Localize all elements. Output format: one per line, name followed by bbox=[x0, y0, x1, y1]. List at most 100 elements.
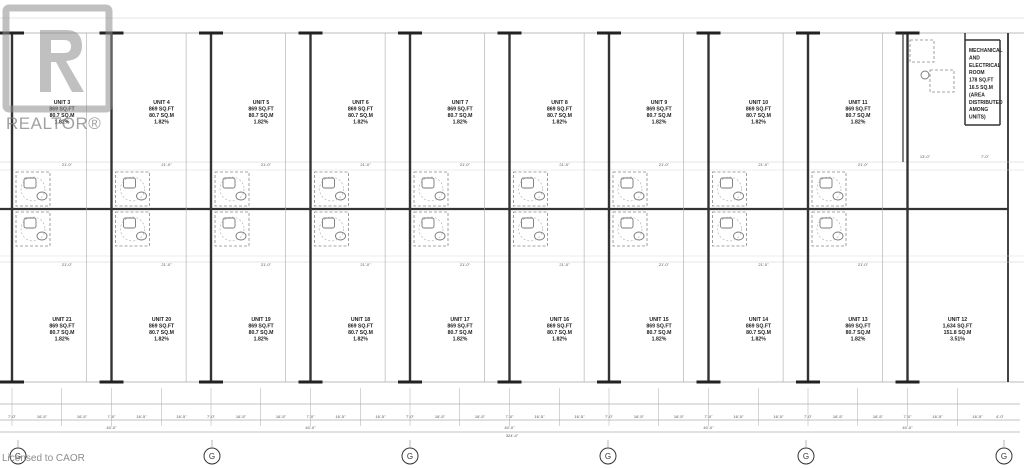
turning-circle bbox=[617, 176, 643, 202]
unit-label-line: 1.82% bbox=[353, 337, 368, 343]
unit-label-line: UNIT 17 bbox=[450, 317, 469, 323]
mechanical-room-label-line: 16.5 SQ.M bbox=[969, 85, 993, 91]
unit-label-line: UNIT 3 bbox=[54, 100, 71, 106]
dimension-label: 16'-5" bbox=[634, 414, 645, 419]
unit-label-line: 80.7 SQ.M bbox=[647, 330, 672, 336]
washroom-outline bbox=[314, 211, 349, 247]
dimension-label: 21'-0" bbox=[62, 162, 73, 167]
washroom-outline bbox=[712, 211, 747, 247]
unit-label-line: 80.7 SQ.M bbox=[746, 330, 771, 336]
unit-label-line: UNIT 13 bbox=[848, 317, 867, 323]
unit-label-line: 869 SQ.FT bbox=[646, 324, 672, 330]
washroom-block bbox=[513, 171, 548, 207]
unit-label-line: 80.7 SQ.M bbox=[249, 113, 274, 119]
unit-label-line: UNIT 11 bbox=[848, 100, 867, 106]
dimension-label: 16'-5" bbox=[335, 414, 346, 419]
unit-label-line: 1.82% bbox=[652, 120, 667, 126]
dimension-label: 21'-0" bbox=[261, 162, 272, 167]
washroom-block bbox=[612, 171, 648, 207]
unit-label-line: UNIT 16 bbox=[550, 317, 569, 323]
mechanical-room-label-line: DISTRIBUTED bbox=[969, 100, 1003, 106]
dimension-label: 40'-0" bbox=[106, 425, 117, 430]
dimension-label: 21'-0" bbox=[559, 262, 570, 267]
mechanical-room-label-line: ROOM bbox=[969, 70, 985, 76]
dimension-label: 21'-0" bbox=[62, 262, 73, 267]
washroom-outline bbox=[413, 171, 449, 207]
washroom-outline bbox=[15, 171, 51, 207]
washroom-outline bbox=[115, 211, 150, 247]
mech-fixture bbox=[929, 69, 955, 93]
washroom-outline bbox=[811, 211, 847, 247]
dimension-label: 16'-5" bbox=[276, 414, 287, 419]
washroom-outline bbox=[513, 211, 548, 247]
sink-icon bbox=[235, 191, 247, 201]
washroom-block bbox=[314, 171, 349, 207]
sink-icon bbox=[434, 191, 446, 201]
unit-label-line: 1.82% bbox=[552, 337, 567, 343]
unit-label-line: 80.7 SQ.M bbox=[50, 113, 75, 119]
toilet-icon bbox=[322, 217, 335, 229]
unit-label-line: 80.7 SQ.M bbox=[547, 330, 572, 336]
turning-circle bbox=[717, 176, 742, 202]
sink-icon bbox=[136, 191, 147, 201]
unit-label-line: 80.7 SQ.M bbox=[448, 113, 473, 119]
washroom-outline bbox=[712, 171, 747, 207]
dimension-label: 7'-0" bbox=[108, 414, 117, 419]
dimension-label: 16'-5" bbox=[475, 414, 486, 419]
washroom-block bbox=[214, 211, 250, 247]
unit-label-line: 80.7 SQ.M bbox=[547, 113, 572, 119]
dimension-label: 13'-0" bbox=[920, 154, 931, 159]
dimension-label: 7'-0" bbox=[804, 414, 813, 419]
dimension-label: 16'-5" bbox=[77, 414, 88, 419]
mechanical-room-label-line: MECHANICAL bbox=[969, 48, 1003, 54]
dimension-label: 21'-0" bbox=[460, 162, 471, 167]
turning-circle bbox=[717, 216, 742, 242]
unit-label-line: 80.7 SQ.M bbox=[149, 113, 174, 119]
turning-circle bbox=[816, 216, 842, 242]
dimension-label: 16'-5" bbox=[932, 414, 943, 419]
grid-marker-circle bbox=[599, 447, 617, 465]
unit-label-line: 1.82% bbox=[154, 337, 169, 343]
unit-label-line: 1.82% bbox=[552, 120, 567, 126]
dimension-label: 4'-0" bbox=[996, 414, 1005, 419]
sink-icon bbox=[832, 231, 844, 241]
mechanical-room-label-line: 178 SQ.FT bbox=[969, 78, 993, 84]
turning-circle bbox=[518, 216, 543, 242]
washroom-outline bbox=[314, 171, 349, 207]
toilet-icon bbox=[222, 177, 236, 189]
dimension-label: 40'-0" bbox=[305, 425, 316, 430]
unit-label-line: 869 SQ.FT bbox=[348, 107, 374, 113]
dimension-label: 21'-0" bbox=[858, 162, 869, 167]
unit-label-line: UNIT 8 bbox=[551, 100, 568, 106]
dimension-label: 7'-0" bbox=[506, 414, 515, 419]
unit-label-line: 1,634 SQ.FT bbox=[943, 324, 974, 330]
dimension-label: 16'-5" bbox=[236, 414, 247, 419]
washroom-outline bbox=[115, 171, 150, 207]
grid-marker-label: G bbox=[605, 452, 611, 461]
grid-marker-label: G bbox=[209, 452, 215, 461]
dimension-label: 21'-0" bbox=[360, 162, 371, 167]
unit-label-line: UNIT 4 bbox=[153, 100, 170, 106]
turning-circle bbox=[617, 216, 643, 242]
unit-label-line: 1.82% bbox=[652, 337, 667, 343]
dimension-label: 21'-0" bbox=[659, 262, 670, 267]
realtor-wordmark: REALTOR® bbox=[6, 114, 102, 133]
unit-label-line: 80.7 SQ.M bbox=[50, 330, 75, 336]
sink-icon bbox=[633, 231, 645, 241]
dimension-label: 21'-0" bbox=[758, 162, 769, 167]
unit-label-line: 869 SQ.FT bbox=[49, 324, 75, 330]
dimension-label: 21'-0" bbox=[559, 162, 570, 167]
washroom-outline bbox=[413, 211, 449, 247]
toilet-icon bbox=[123, 177, 136, 189]
unit-label-line: UNIT 20 bbox=[152, 317, 171, 323]
turning-circle bbox=[319, 216, 344, 242]
unit-label-line: 1.82% bbox=[751, 337, 766, 343]
dimension-label: 7'-0" bbox=[605, 414, 614, 419]
